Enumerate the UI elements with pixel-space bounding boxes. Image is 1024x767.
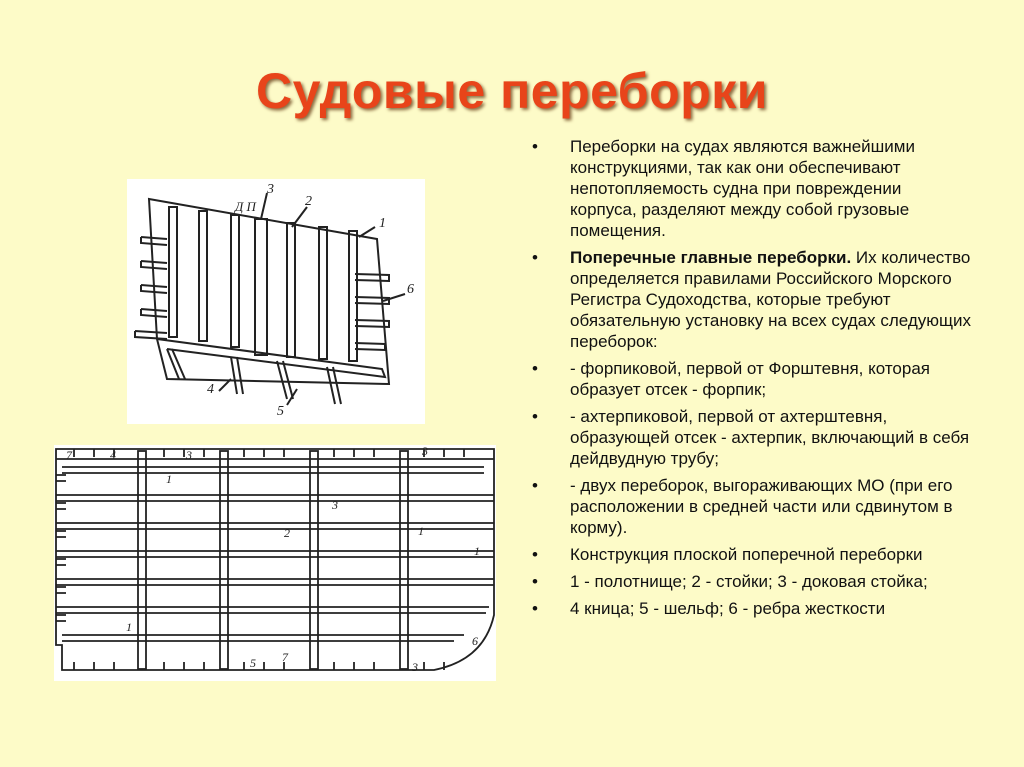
bullet-dot: • <box>532 407 538 426</box>
bullet-item: • - двух переборок, выгораживающих МО (пр… <box>532 475 972 538</box>
label-3: 3 <box>331 498 338 512</box>
label-2: 2 <box>284 526 290 540</box>
label-1b: 1 <box>418 524 424 538</box>
label-7: 7 <box>282 650 289 664</box>
bulkhead-elevation-drawing: 7 4 3 3 1 2 3 1 1 1 5 6 7 3 <box>55 444 495 674</box>
slide-title: Судовые переборки <box>255 63 768 119</box>
bullet-text: Конструкция плоской поперечной переборки <box>570 545 923 564</box>
label-1d: 1 <box>126 620 132 634</box>
label-6: 6 <box>472 634 478 648</box>
bulkhead-perspective-figure: 1 2 3 Д П 4 5 6 <box>127 179 425 424</box>
label-1c: 1 <box>474 544 480 558</box>
bullet-text: - двух переборок, выгораживающих МО (при… <box>570 476 953 537</box>
bullet-text: 1 - полотнище; 2 - стойки; 3 - доковая с… <box>570 572 928 591</box>
bullet-dot: • <box>532 599 538 618</box>
bullet-text: 4 кница; 5 - шельф; 6 - ребра жесткости <box>570 599 886 618</box>
bullet-item: • 1 - полотнище; 2 - стойки; 3 - доковая … <box>532 571 972 592</box>
bullet-text: - форпиковой, первой от Форштевня, котор… <box>570 359 930 399</box>
label-1: 1 <box>379 216 386 231</box>
label-5: 5 <box>277 404 284 419</box>
label-3b: 3 <box>411 660 418 674</box>
bullet-dot: • <box>532 476 538 495</box>
label-dp: Д П <box>233 199 258 214</box>
bullet-item: • Поперечные главные переборки. Их количе… <box>532 247 972 352</box>
bullet-dot: • <box>532 359 538 378</box>
bullet-item: • Переборки на судах являются важнейшими … <box>532 136 972 241</box>
bullet-list: • Переборки на судах являются важнейшими … <box>532 136 972 625</box>
bullet-dot: • <box>532 137 538 156</box>
label-3: 3 <box>266 182 274 197</box>
bulkhead-perspective-drawing: 1 2 3 Д П 4 5 6 <box>134 182 414 419</box>
label-5: 5 <box>250 656 256 670</box>
label-6: 6 <box>407 282 414 297</box>
bullet-text: Переборки на судах являются важнейшими к… <box>570 137 915 240</box>
bullet-dot: • <box>532 545 538 564</box>
bullet-item: • Конструкция плоской поперечной переборк… <box>532 544 972 565</box>
bullet-bold: Поперечные главные переборки. <box>570 248 852 267</box>
bullet-item: • - форпиковой, первой от Форштевня, кото… <box>532 358 972 400</box>
label-top-3a: 3 <box>185 448 192 462</box>
label-top-7: 7 <box>66 448 73 462</box>
label-4: 4 <box>207 382 214 397</box>
bullet-text: - ахтерпиковой, первой от ахтерштевня, о… <box>570 407 970 468</box>
bullet-dot: • <box>532 248 538 267</box>
label-top-4: 4 <box>110 448 116 462</box>
bullet-item: • 4 кница; 5 - шельф; 6 - ребра жесткости <box>532 598 972 619</box>
bulkhead-elevation-figure: 7 4 3 3 1 2 3 1 1 1 5 6 7 3 <box>54 444 496 681</box>
label-top-3b: 3 <box>421 445 428 458</box>
bullet-dot: • <box>532 572 538 591</box>
label-1a: 1 <box>166 472 172 486</box>
bullet-item: • - ахтерпиковой, первой от ахтерштевня, … <box>532 406 972 469</box>
bullet-text: Их количество определяется правилами Рос… <box>570 248 972 351</box>
label-2: 2 <box>305 194 312 209</box>
